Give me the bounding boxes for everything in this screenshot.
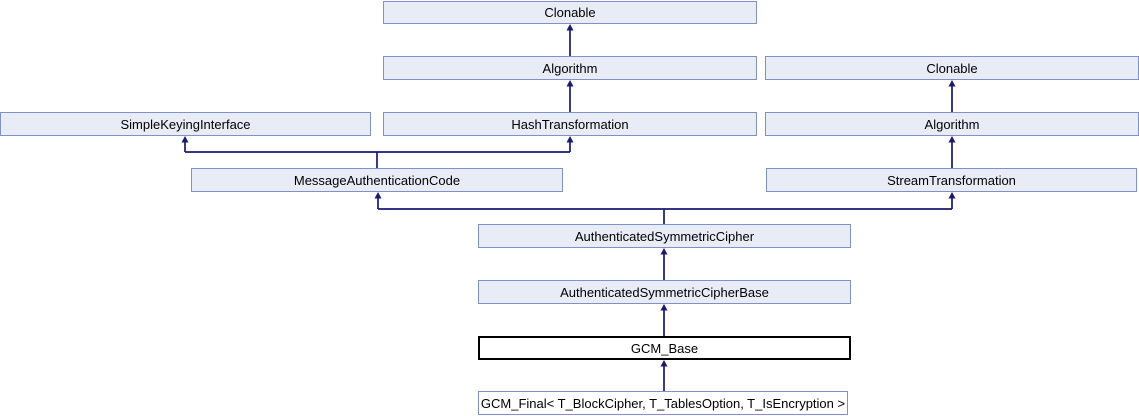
arrowhead-icon [181,136,189,143]
class-node-hash-transformation[interactable]: HashTransformation [383,112,757,136]
arrowhead-icon [566,80,574,87]
arrowhead-icon [566,24,574,31]
arrowhead-icon [948,136,956,143]
class-node-simple-keying-interface[interactable]: SimpleKeyingInterface [0,112,371,136]
arrowhead-icon [948,80,956,87]
arrowhead-icon [948,192,956,199]
class-node-stream-transformation[interactable]: StreamTransformation [766,168,1137,192]
arrowhead-icon [374,192,382,199]
class-node-authenticated-symmetric-cipher-base[interactable]: AuthenticatedSymmetricCipherBase [478,280,851,304]
class-node-clonable[interactable]: Clonable [383,1,757,24]
class-node-authenticated-symmetric-cipher[interactable]: AuthenticatedSymmetricCipher [478,224,851,248]
arrowhead-icon [660,304,668,311]
arrowhead-icon [660,248,668,255]
edge-mac-parents [184,141,571,168]
class-node-gcm-base: GCM_Base [478,336,851,360]
arrowhead-icon [660,360,668,367]
class-node-message-authentication-code[interactable]: MessageAuthenticationCode [191,168,563,192]
class-node-algorithm[interactable]: Algorithm [383,56,757,80]
class-node-gcm-final[interactable]: GCM_Final< T_BlockCipher, T_TablesOption… [478,391,848,415]
class-node-algorithm-right[interactable]: Algorithm [765,112,1139,136]
arrowhead-icon [566,136,574,143]
class-node-clonable-right[interactable]: Clonable [765,56,1139,80]
edge-asc-parents [377,197,953,224]
